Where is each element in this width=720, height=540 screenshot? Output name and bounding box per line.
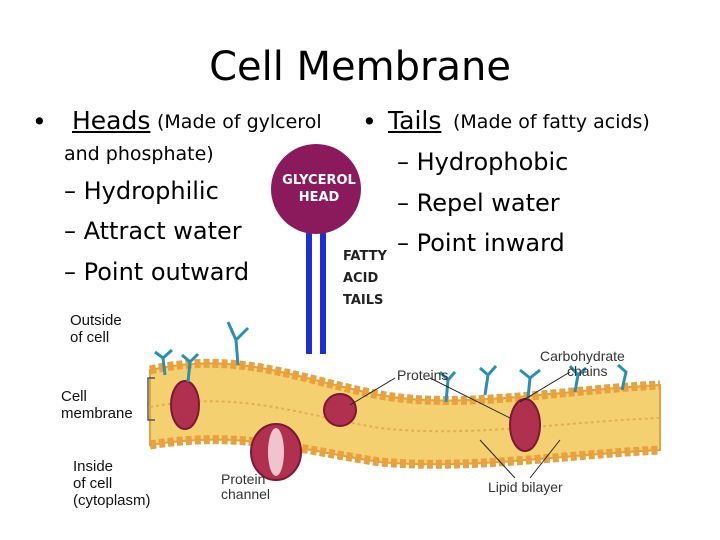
tails-bullet: • [362,107,377,136]
heads-point-2: – Attract water [64,217,242,245]
slide-title: Cell Membrane [209,44,511,90]
protein-right [509,398,541,452]
lipid-leader-2 [529,439,561,479]
lipid-bilayer-label: Lipid bilayer [488,479,563,495]
carbo-chain-6 [519,368,541,399]
protein-channel-pore [268,428,284,476]
inside-cell-label-1: Inside [73,458,114,475]
membrane-proteins [170,380,541,481]
cell-membrane-label-2: membrane [61,405,133,422]
heads-note-line2: and phosphate) [64,143,214,165]
heads-label: Heads [72,106,151,135]
carbo-chain-7 [568,365,587,393]
fatty-acid-tail-right [320,208,326,354]
membrane-bracket [147,377,155,421]
tails-label: Tails [388,106,442,135]
carbo-chain-2 [181,352,200,383]
inside-cell-label-3: (cytoplasm) [73,492,151,509]
heads-point-1: – Hydrophilic [64,177,219,205]
heads-note-line1: (Made of gylcerol [157,111,322,133]
carbohydrate-chains [154,321,628,403]
tails-point-2: – Repel water [397,189,560,217]
outside-cell-label-1: Outside [70,312,122,329]
cell-membrane-label-1: Cell [61,388,87,405]
proteins-label: Proteins [397,367,449,383]
bilayer-midline [149,400,661,433]
fatty-acid-tail-left [306,208,312,354]
tails-note: (Made of fatty acids) [453,111,650,133]
carbo-chain-8 [617,363,628,391]
fatty-acid-label-3: TAILS [343,293,383,308]
carbo-chain-5 [479,365,498,396]
carbohydrate-label-2: chains [567,363,608,379]
fatty-acid-label-1: FATTY [343,249,387,264]
proteins-leader-1 [349,377,396,406]
leader-lines [349,371,571,479]
glycerol-head-label-2: HEAD [299,190,340,205]
outer-head-row [149,358,661,405]
tails-point-1: – Hydrophobic [397,148,569,176]
carbo-chain-4 [438,370,457,403]
outside-cell-label-2: of cell [70,329,110,346]
inside-cell-label-2: of cell [73,475,113,492]
protein-channel-label-2: channel [221,486,271,502]
inner-head-row [149,435,661,469]
heads-bullet: • [32,107,47,136]
carbo-chain-3 [226,321,250,366]
fatty-acid-label-2: ACID [343,271,378,286]
glycerol-head-circle [271,144,361,234]
protein-middle [323,393,357,427]
protein-channel-label-1: Protein [221,471,266,487]
tails-point-3: – Point inward [397,229,565,257]
protein-left [170,380,200,430]
phospholipid-molecule: GLYCEROL HEAD FATTY ACID TAILS [271,144,387,354]
carbo-chain-1 [154,348,173,376]
proteins-leader-2 [429,377,511,419]
glycerol-head-label-1: GLYCEROL [282,173,356,188]
heads-point-3: – Point outward [64,258,250,286]
carbohydrate-label-1: Carbohydrate [540,348,625,364]
carbo-leader [519,371,571,403]
lipid-leader-1 [479,439,516,479]
